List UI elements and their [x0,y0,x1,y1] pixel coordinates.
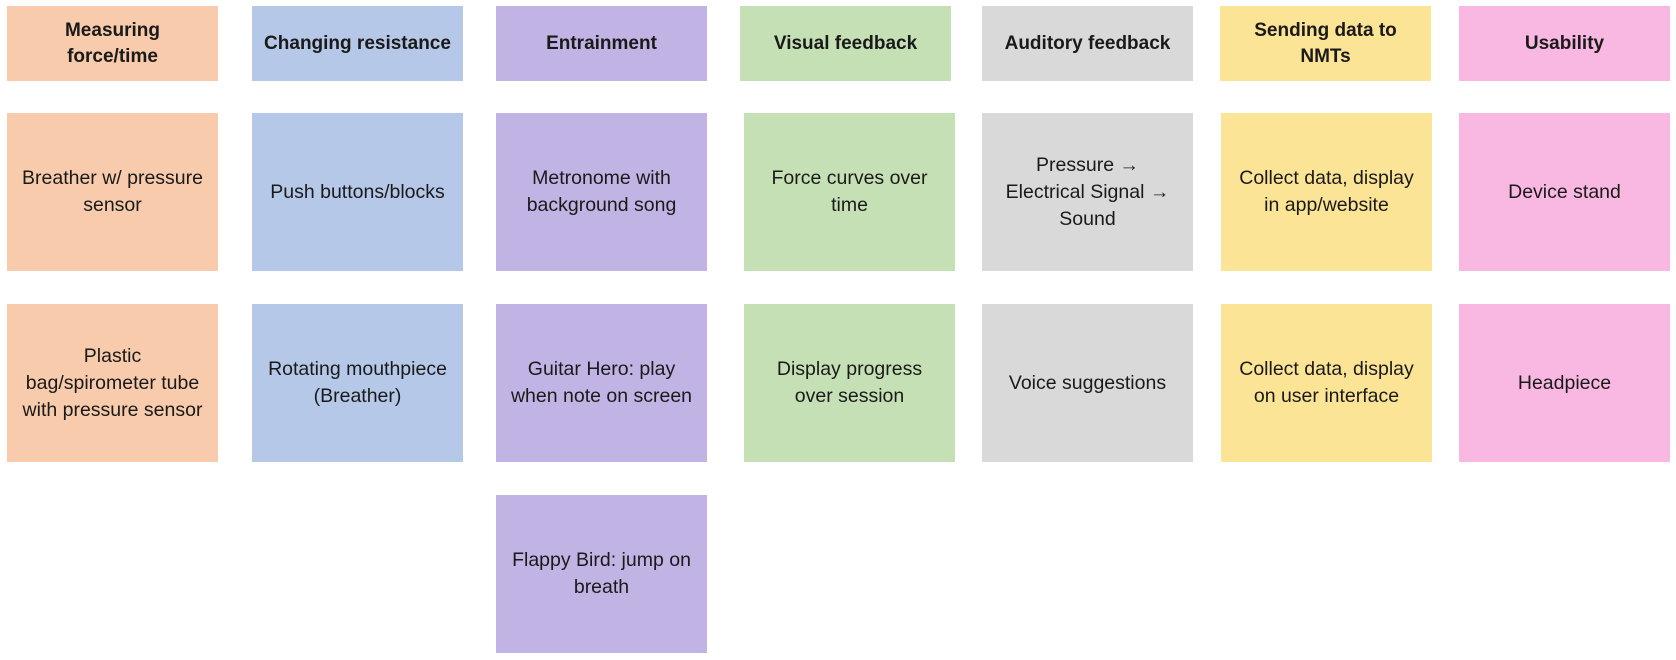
card-voice-suggestions: Voice suggestions [982,304,1193,462]
card-pressure-electrical-sound: Pressure → Electrical Signal → Sound [982,113,1193,271]
card-plastic-bag-spirometer: Plastic bag/spirometer tube with pressur… [7,304,218,462]
card-guitar-hero: Guitar Hero: play when note on screen [496,304,707,462]
card-headpiece: Headpiece [1459,304,1670,462]
card-force-curves: Force curves over time [744,113,955,271]
card-push-buttons-blocks: Push buttons/blocks [252,113,463,271]
card-device-stand: Device stand [1459,113,1670,271]
header-sending-data: Sending data to NMTs [1220,6,1431,81]
card-flappy-bird: Flappy Bird: jump on breath [496,495,707,653]
card-breather-pressure-sensor: Breather w/ pressure sensor [7,113,218,271]
header-entrainment: Entrainment [496,6,707,81]
card-collect-data-app: Collect data, display in app/website [1221,113,1432,271]
card-rotating-mouthpiece: Rotating mouthpiece (Breather) [252,304,463,462]
header-changing-resistance: Changing resistance [252,6,463,81]
header-auditory-feedback: Auditory feedback [982,6,1193,81]
card-metronome-background-song: Metronome with background song [496,113,707,271]
card-collect-data-ui: Collect data, display on user interface [1221,304,1432,462]
card-display-progress: Display progress over session [744,304,955,462]
header-measuring-force-time: Measuring force/time [7,6,218,81]
header-visual-feedback: Visual feedback [740,6,951,81]
header-usability: Usability [1459,6,1670,81]
